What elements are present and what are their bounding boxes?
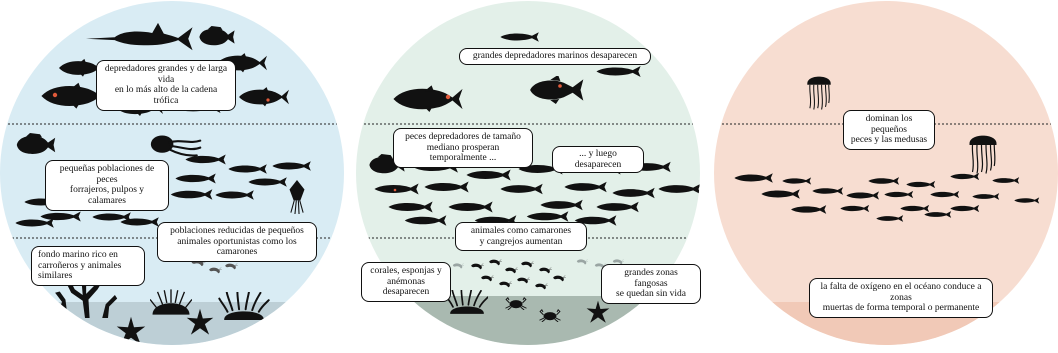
label-jellyfish-dominate: dominan los pequeños peces y las medusas	[843, 110, 935, 150]
label-small-opportunists: poblaciones reducidas de pequeños animal…	[157, 222, 317, 262]
panel-2-seafloor	[356, 296, 700, 345]
label-then-disappear: ... y luego desaparecen	[552, 146, 644, 174]
label-corals-disappear: corales, esponjas y anémonas desaparecen	[361, 262, 451, 302]
panel-2-background	[356, 1, 700, 345]
fish-eye	[393, 188, 397, 192]
fish-eye	[52, 92, 58, 98]
fish-eye	[558, 84, 562, 88]
label-seafloor-rich: fondo marino rico en carroñeros y animal…	[31, 246, 145, 286]
label-large-predators: depredadores grandes y de larga vida en …	[96, 60, 236, 111]
panel-3-background	[714, 1, 1058, 345]
label-muddy-zones: grandes zonas fangosas se quedan sin vid…	[601, 264, 701, 304]
label-predators-disappear: grandes depredadores marinos desaparecen	[459, 48, 651, 65]
label-mid-predators-thrive: peces depredadores de tamaño mediano pro…	[393, 128, 533, 168]
label-oxygen-dead-zones: la falta de oxígeno en el océano conduce…	[809, 278, 993, 318]
fish-eye	[266, 98, 270, 102]
label-shrimp-crab-increase: animales como camarones y cangrejos aume…	[455, 222, 587, 252]
fish-eye	[445, 94, 451, 100]
label-forage-fish: pequeñas poblaciones de peces forrajeros…	[45, 160, 169, 211]
